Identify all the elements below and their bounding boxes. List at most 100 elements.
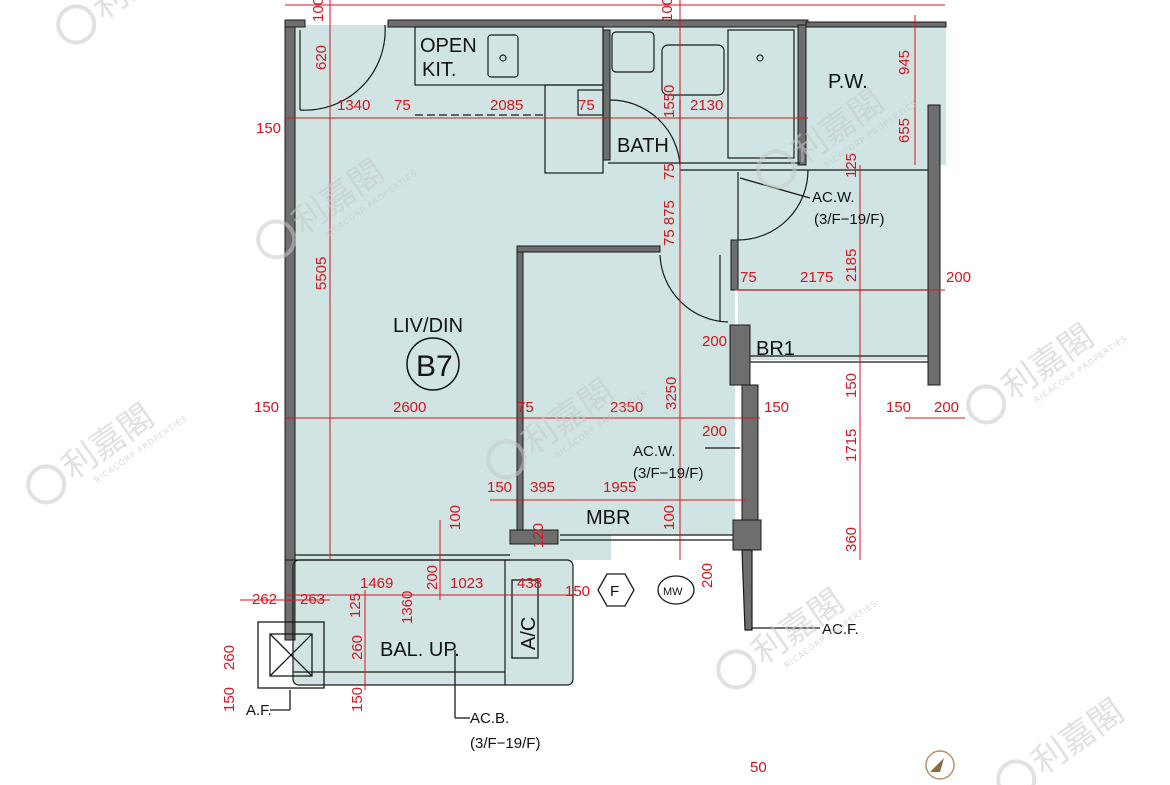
unit-code: B7: [416, 350, 453, 383]
wall-left: [284, 21, 296, 563]
watermark-text: 利嘉閣: [1025, 692, 1131, 783]
dim-620: 620: [313, 45, 330, 70]
dim-260-left: 260: [221, 645, 238, 670]
entrance-door-swing: [299, 24, 386, 111]
dim-2600: 2600: [393, 399, 426, 416]
floor-areas: [293, 25, 946, 685]
br1-floor: [738, 255, 928, 360]
dim-2175: 2175: [800, 269, 833, 286]
dim-75-875: 75 875: [661, 200, 678, 246]
acb-2: (3/F−19/F): [470, 735, 540, 752]
wall-top: [387, 19, 809, 28]
dim-150-br1: 150: [843, 373, 860, 398]
dim-150-af-left: 150: [221, 687, 238, 712]
watermark-logo: 利嘉閣 RICACORP PROPERTIES: [26, 397, 189, 505]
watermark-logo: 利嘉閣: [996, 692, 1132, 785]
dim-150-far-right: 150: [886, 399, 911, 416]
dim-200-right: 200: [946, 269, 971, 286]
dim-360: 360: [843, 527, 860, 552]
dim-945: 945: [896, 50, 913, 75]
dim-200-br1: 200: [702, 333, 727, 350]
dim-75-b: 75: [578, 97, 595, 114]
dim-263: 263: [300, 591, 325, 608]
dim-260-right: 260: [349, 635, 366, 660]
shower-drain: [756, 54, 764, 62]
watermark-logo: 利嘉閣: [56, 0, 192, 45]
ac-units: [257, 177, 820, 719]
watermark-text: 利嘉閣: [85, 0, 191, 28]
dim-100-mbr-mid: 100: [661, 505, 678, 530]
mbr-floor: [520, 250, 735, 535]
acb-1: AC.B.: [470, 710, 509, 727]
dim-1550: 1550: [661, 85, 678, 118]
dim-150-mid-right: 150: [764, 399, 789, 416]
dim-438: 438: [517, 575, 542, 592]
dim-1023: 1023: [450, 575, 483, 592]
dim-1469: 1469: [360, 575, 393, 592]
dim-75-a: 75: [394, 97, 411, 114]
acw-mid-1: AC.W.: [633, 443, 676, 460]
wall-pw-left: [797, 24, 807, 166]
kitchen-counter: [414, 26, 604, 86]
af-diag-2: [269, 633, 313, 677]
kitchen-hob: [577, 89, 604, 116]
dim-150-left: 150: [256, 120, 281, 137]
room-br1: BR1: [756, 338, 795, 360]
fridge-symbol: F: [610, 583, 619, 600]
annotations: AC.W. (3/F−19/F) AC.W. (3/F−19/F) AC.B. …: [246, 189, 884, 752]
watermark-logo: 利嘉閣 RICACORP PROPERTIES: [966, 317, 1129, 425]
outlines: [292, 162, 928, 686]
bath-basin: [611, 31, 655, 73]
dim-150-ac: 150: [565, 583, 590, 600]
dim-2185: 2185: [843, 249, 860, 282]
dim-2130: 2130: [690, 97, 723, 114]
room-open-kitchen-2: KIT.: [422, 59, 456, 81]
column-balcony: [509, 529, 559, 545]
kitchen-sink: [487, 34, 519, 78]
bath-toilet: [661, 44, 725, 96]
dim-2350: 2350: [610, 399, 643, 416]
wall-mbr-top: [516, 245, 661, 253]
dim-2085: 2085: [490, 97, 523, 114]
mbr-right-protrusion: [741, 549, 753, 631]
room-open-kitchen-1: OPEN: [420, 35, 477, 57]
balcony-floor: [293, 560, 573, 685]
doors: [299, 24, 809, 323]
compass-icon: [925, 750, 955, 780]
wall-top-left-stub: [284, 19, 306, 28]
dim-3250: 3250: [663, 377, 680, 410]
dim-200-acw: 200: [702, 423, 727, 440]
ac-box: [511, 579, 539, 659]
mbr-door-swing: [659, 254, 729, 323]
dim-75-e: 75: [517, 399, 534, 416]
microwave-ellipse: [657, 575, 695, 605]
af-label: A.F.: [246, 702, 272, 719]
kitchen-floor: [388, 25, 608, 120]
af-box-outer: [257, 621, 325, 689]
acf-label: AC.F.: [822, 621, 859, 638]
dim-125-bal: 125: [347, 593, 364, 618]
dim-1715: 1715: [843, 429, 860, 462]
ac-box-label: A/C: [518, 617, 540, 650]
dim-150-mbr: 150: [487, 479, 512, 496]
br1-door-swing: [737, 169, 809, 241]
dim-100-top-left: 100: [310, 0, 327, 22]
room-labels: OPEN KIT. BATH P.W. LIV/DIN B7 BR1 MBR B…: [380, 35, 868, 661]
dim-50: 50: [750, 759, 767, 776]
dim-150-mid-left: 150: [254, 399, 279, 416]
dim-655: 655: [896, 118, 913, 143]
acw-mid-2: (3/F−19/F): [633, 465, 703, 482]
dim-75-c: 75: [661, 163, 678, 180]
dim-200-far-right: 200: [934, 399, 959, 416]
walls: [284, 19, 947, 641]
wall-br1-left: [730, 239, 739, 291]
dim-1340: 1340: [337, 97, 370, 114]
dim-150-af-right: 150: [349, 687, 366, 712]
bath-door-swing: [609, 99, 681, 166]
dim-100-mbr-left: 100: [447, 505, 464, 530]
room-living-dining: LIV/DIN: [393, 315, 463, 337]
wall-right: [927, 104, 941, 386]
wall-pw-top: [805, 21, 947, 28]
fridge-hexagon: [597, 573, 635, 607]
